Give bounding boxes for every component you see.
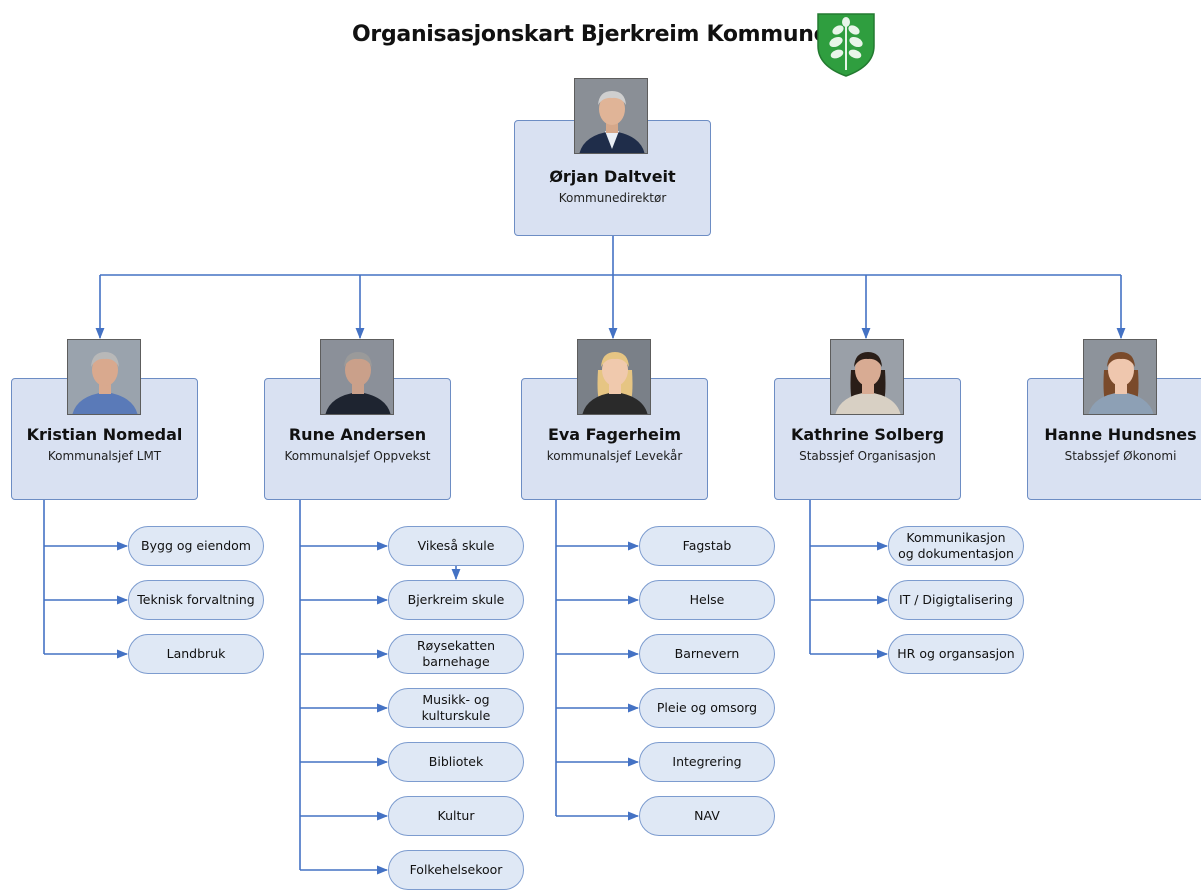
unit-it-digigtalisering[interactable]: IT / Digigtalisering (888, 580, 1024, 620)
unit-vikesa-skule[interactable]: Vikeså skule (388, 526, 524, 566)
division-head-role: Stabssjef Økonomi (1064, 449, 1177, 463)
division-head-photo (1083, 339, 1157, 415)
unit-integrering[interactable]: Integrering (639, 742, 775, 782)
unit-teknisk-forvaltning[interactable]: Teknisk forvaltning (128, 580, 264, 620)
division-head-name: Hanne Hundsnes (1044, 425, 1197, 444)
division-head-name: Eva Fagerheim (547, 425, 682, 444)
division-head-role: kommunalsjef Levekår (546, 449, 683, 463)
director-role: Kommunedirektør (558, 191, 667, 205)
division-head-photo (320, 339, 394, 415)
division-head-photo (577, 339, 651, 415)
division-head-photo (67, 339, 141, 415)
unit-landbruk[interactable]: Landbruk (128, 634, 264, 674)
division-head-photo (830, 339, 904, 415)
division-head-name: Rune Andersen (288, 425, 427, 444)
division-head-role: Kommunalsjef Oppvekst (284, 449, 431, 463)
unit-bygg-og-eiendom[interactable]: Bygg og eiendom (128, 526, 264, 566)
unit-helse[interactable]: Helse (639, 580, 775, 620)
division-head-role: Stabssjef Organisasjon (799, 449, 936, 463)
division-head-role: Kommunalsjef LMT (47, 449, 162, 463)
unit-folkehelsekoor[interactable]: Folkehelsekoor (388, 850, 524, 890)
director-photo (574, 78, 648, 154)
unit-nav[interactable]: NAV (639, 796, 775, 836)
unit-bibliotek[interactable]: Bibliotek (388, 742, 524, 782)
municipality-crest-icon (817, 13, 875, 77)
unit-r-ysekatten-barnehage[interactable]: Røysekatten barnehage (388, 634, 524, 674)
unit-fagstab[interactable]: Fagstab (639, 526, 775, 566)
unit-musikk-og-kulturskule[interactable]: Musikk- og kulturskule (388, 688, 524, 728)
unit-bjerkreim-skule[interactable]: Bjerkreim skule (388, 580, 524, 620)
director-name: Ørjan Daltveit (549, 167, 676, 186)
unit-barnevern[interactable]: Barnevern (639, 634, 775, 674)
unit-hr-og-organsasjon[interactable]: HR og organsasjon (888, 634, 1024, 674)
division-head-name: Kathrine Solberg (790, 425, 945, 444)
unit-kommunikasjon-og-dokumentasjon[interactable]: Kommunikasjon og dokumentasjon (888, 526, 1024, 566)
page-title: Organisasjonskart Bjerkreim Kommune (352, 22, 829, 47)
division-head-name: Kristian Nomedal (26, 425, 183, 444)
unit-kultur[interactable]: Kultur (388, 796, 524, 836)
unit-pleie-og-omsorg[interactable]: Pleie og omsorg (639, 688, 775, 728)
